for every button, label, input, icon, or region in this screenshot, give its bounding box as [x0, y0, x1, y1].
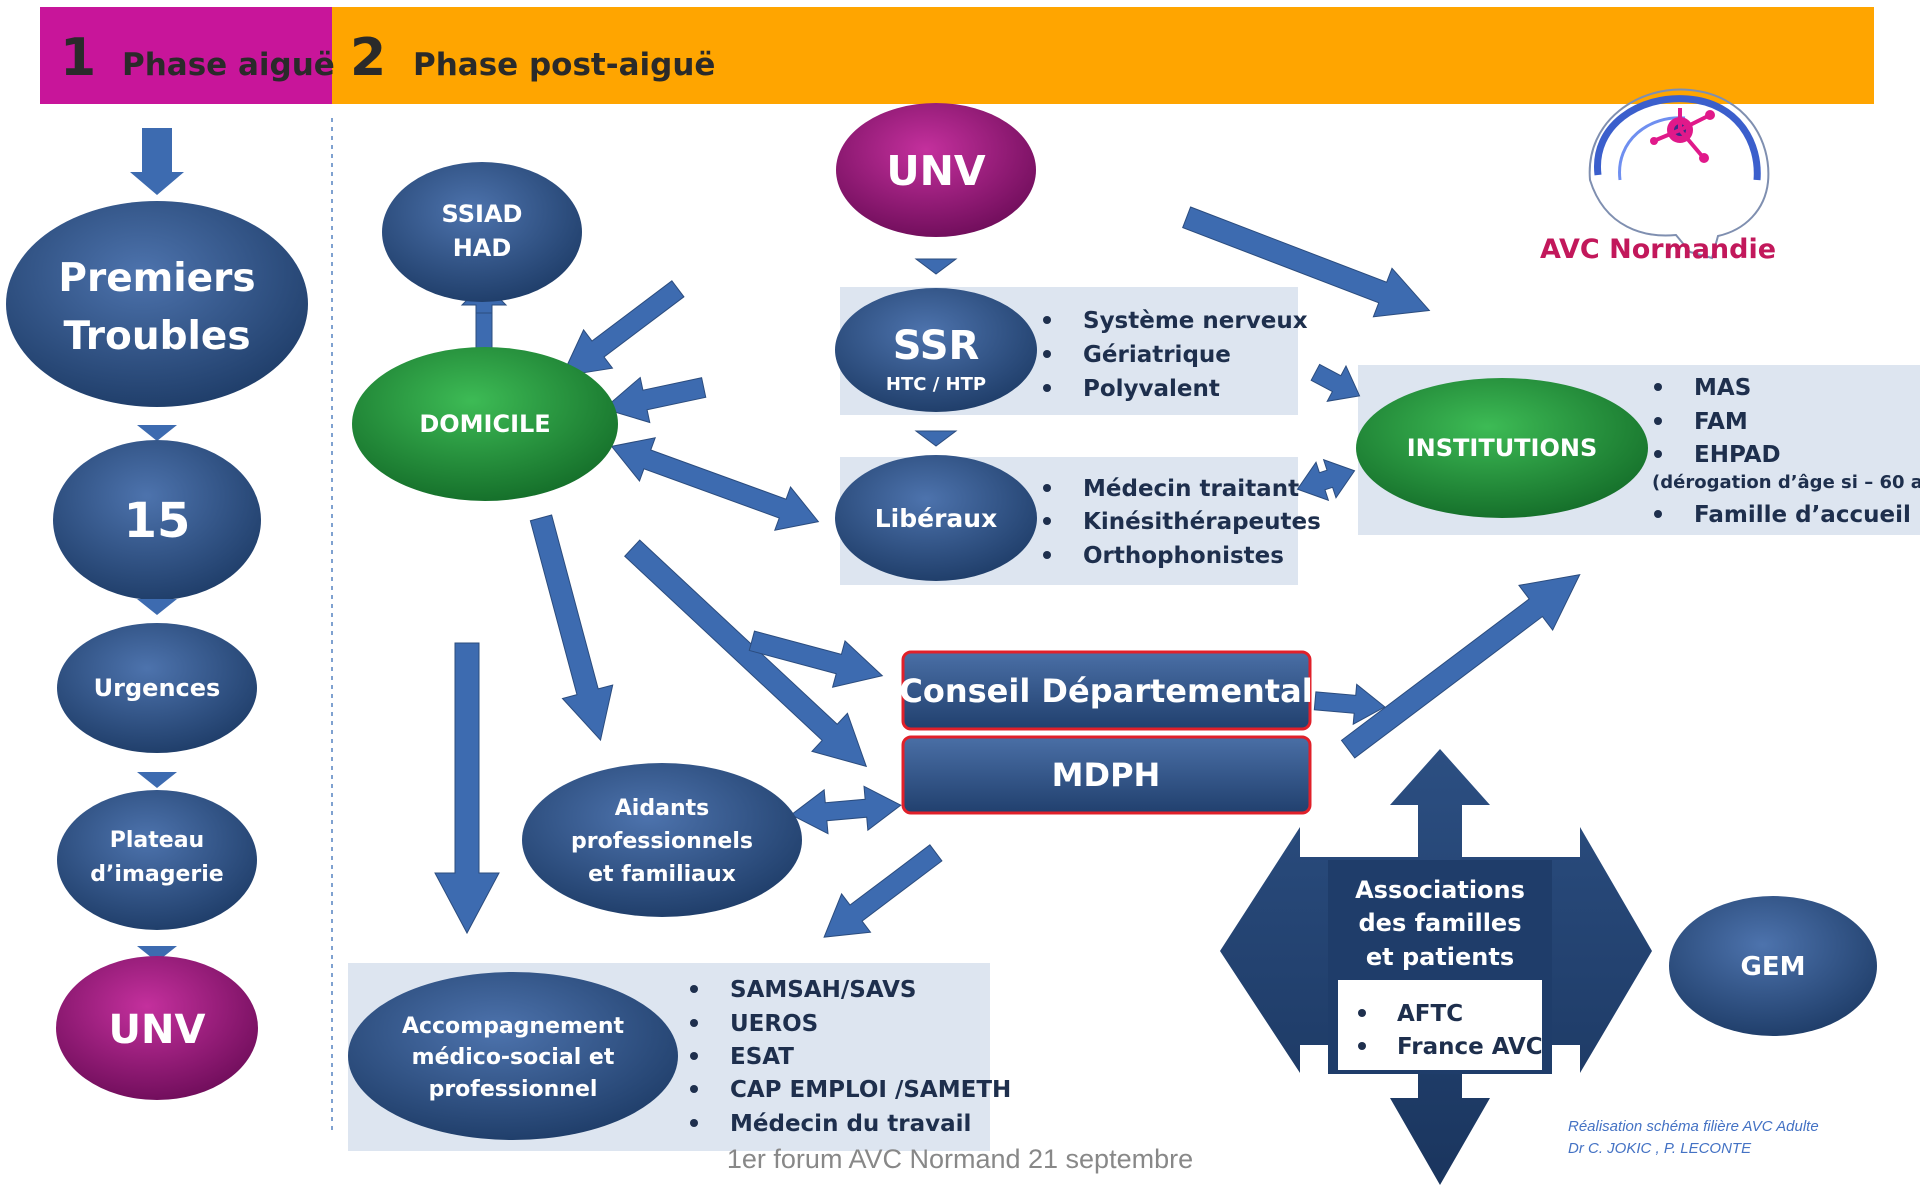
institution-item: EHPAD — [1694, 442, 1781, 468]
associations-item: France AVC — [1397, 1034, 1543, 1060]
unv-acute-node — [56, 956, 258, 1100]
domicile-node — [352, 347, 618, 501]
aidants-line-2: professionnels — [571, 829, 753, 854]
ssr-title: SSR — [893, 323, 980, 369]
unv-acute-label: UNV — [109, 1007, 206, 1053]
ssr-item: Système nerveux — [1083, 308, 1308, 334]
chevron-down-icon — [137, 599, 177, 615]
associations-line-2: des familles — [1359, 909, 1522, 937]
node-15-label: 15 — [124, 493, 191, 549]
phase1-number: 1 — [60, 28, 96, 88]
aidants-line-3: et familiaux — [588, 862, 736, 887]
chevron-down-icon — [137, 946, 177, 962]
ssr-subtitle: HTC / HTP — [886, 374, 986, 395]
brain-logo-icon — [1588, 88, 1770, 260]
aidants-node — [522, 763, 802, 917]
plateau-line-2: d’imagerie — [90, 862, 223, 887]
unv-post-node — [836, 103, 1036, 237]
liberaux-item: Kinésithérapeutes — [1083, 509, 1321, 535]
ssiad-had-node — [382, 162, 582, 302]
associations-list-box — [1338, 980, 1542, 1070]
accompagnement-item: UEROS — [730, 1011, 818, 1037]
phase2-bar — [332, 7, 1874, 104]
phase2-label: Phase post-aiguë — [413, 47, 715, 83]
aidants-line-1: Aidants — [615, 796, 709, 821]
flow-arrows — [434, 206, 1581, 938]
ssiad-line-1: SSIAD — [442, 200, 523, 228]
institutions-label: INSTITUTIONS — [1407, 434, 1598, 462]
premiers-troubles-node — [6, 201, 308, 407]
plateau-line-1: Plateau — [110, 828, 204, 853]
premiers-line-1: Premiers — [58, 256, 255, 301]
gem-label: GEM — [1741, 952, 1806, 982]
accompagnement-line-1: Accompagnement — [402, 1014, 625, 1039]
accompagnement-line-2: médico-social et — [412, 1045, 615, 1070]
plateau-imagerie-node — [57, 790, 257, 930]
accompagnement-item: CAP EMPLOI /SAMETH — [730, 1077, 1011, 1103]
phase2-number: 2 — [350, 28, 386, 88]
logo-name: AVC Normandie — [1540, 234, 1776, 265]
ssr-node — [835, 288, 1037, 412]
phase1-bar — [40, 7, 332, 104]
domicile-label: DOMICILE — [419, 410, 550, 438]
chevron-down-icon — [137, 772, 177, 788]
conseil-label: Conseil Départemental — [899, 672, 1312, 710]
urgences-node — [57, 623, 257, 753]
ssr-item: Polyvalent — [1083, 376, 1220, 402]
institution-item: MAS — [1694, 375, 1751, 401]
gem-node — [1669, 896, 1877, 1036]
urgences-label: Urgences — [94, 674, 221, 702]
institutions-node — [1356, 378, 1648, 518]
arrow-down-to-premiers — [130, 128, 184, 195]
liberaux-label: Libéraux — [875, 504, 997, 533]
associations-item: AFTC — [1397, 1001, 1463, 1027]
ssiad-line-2: HAD — [453, 234, 512, 262]
credit-line-1: Réalisation schéma filière AVC Adulte — [1568, 1118, 1819, 1135]
premiers-line-2: Troubles — [63, 314, 250, 359]
associations-line-3: et patients — [1366, 943, 1514, 971]
liberaux-item: Médecin traitant — [1083, 476, 1299, 502]
accompagnement-item: ESAT — [730, 1044, 794, 1070]
accompagnement-item: SAMSAH/SAVS — [730, 977, 916, 1003]
ssr-item: Gériatrique — [1083, 342, 1231, 368]
institution-item: FAM — [1694, 409, 1748, 435]
credit-line-2: Dr C. JOKIC , P. LECONTE — [1568, 1140, 1752, 1157]
liberaux-list: Médecin traitant Kinésithérapeutes Ortho… — [1043, 476, 1321, 569]
accompagnement-item: Médecin du travail — [730, 1111, 971, 1137]
mdph-label: MDPH — [1052, 756, 1161, 794]
chevron-down-icon — [137, 425, 177, 441]
mdph-box — [901, 735, 1312, 815]
footer-text: 1er forum AVC Normand 21 septembre — [727, 1144, 1193, 1174]
associations-line-1: Associations — [1355, 876, 1525, 904]
institution-item: Famille d’accueil — [1694, 502, 1911, 528]
node-15 — [53, 440, 261, 600]
phase1-label: Phase aiguë — [122, 47, 335, 83]
accompagnement-list: SAMSAH/SAVS UEROS ESAT CAP EMPLOI /SAMET… — [690, 977, 1011, 1137]
liberaux-node — [835, 455, 1037, 581]
institution-note: (dérogation d’âge si – 60 ans) — [1652, 472, 1920, 493]
ssr-list: Système nerveux Gériatrique Polyvalent — [1043, 308, 1308, 402]
accompagnement-node — [348, 972, 678, 1140]
unv-post-label: UNV — [886, 147, 986, 195]
accompagnement-line-3: professionnel — [429, 1077, 598, 1102]
conseil-departemental-box — [901, 650, 1312, 731]
liberaux-item: Orthophonistes — [1083, 543, 1284, 569]
institutions-list: MAS FAM EHPAD (dérogation d’âge si – 60 … — [1652, 375, 1920, 528]
